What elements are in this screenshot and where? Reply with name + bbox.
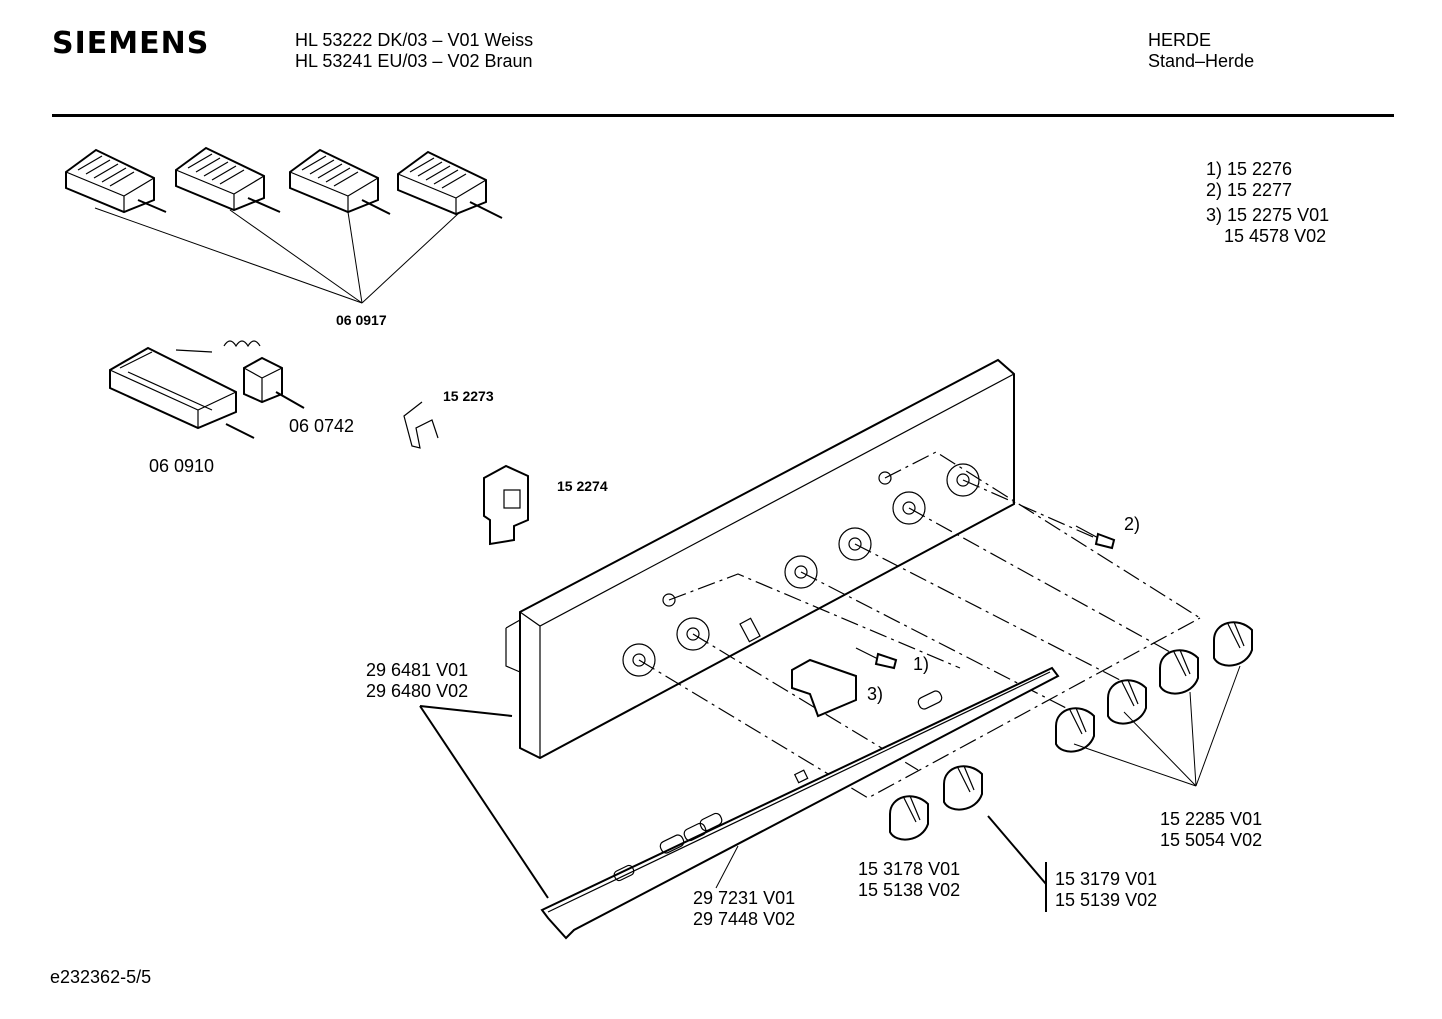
thermostat-060910 [109, 346, 255, 439]
pin-part-1 [855, 647, 898, 670]
knob-c-1 [1213, 621, 1253, 667]
label-knob-a-v02: 15 5138 V02 [858, 880, 961, 900]
callout-2: 2) [1124, 514, 1141, 534]
label-knob-b-v01: 15 3179 V01 [1055, 869, 1158, 889]
label-panel-v01: 29 6481 V01 [366, 660, 469, 680]
label-strip-v02: 29 7448 V02 [693, 909, 796, 929]
legend-item-2: 2) 15 2277 [1206, 180, 1293, 200]
label-thermostat-b: 06 0910 [149, 456, 215, 476]
knob-group [889, 621, 1253, 841]
thermostat-060742 [175, 340, 305, 409]
document-id: e232362-5/5 [50, 967, 152, 987]
label-spring: 15 2273 [443, 388, 494, 404]
label-holder: 15 2274 [557, 478, 608, 494]
legend-item-3b: 15 4578 V02 [1224, 226, 1327, 246]
spring-clip [403, 401, 439, 449]
label-knob-b-v02: 15 5139 V02 [1055, 890, 1158, 910]
switch-leader-lines [94, 207, 461, 304]
rotary-switch-group [65, 146, 503, 304]
category-title: HERDE [1148, 30, 1212, 50]
model-line-1: HL 53222 DK/03 – V01 Weiss [295, 30, 534, 50]
legend-item-3: 3) 15 2275 V01 [1206, 205, 1330, 225]
label-thermostat-a: 06 0742 [289, 416, 355, 436]
control-panel [505, 358, 1015, 760]
clip-part-3 [791, 658, 857, 718]
trim-strip [540, 666, 1060, 940]
holder-clip [483, 464, 529, 546]
rotary-switch-4 [397, 150, 503, 219]
category-subtitle: Stand–Herde [1148, 51, 1255, 71]
rotary-switch-1 [65, 148, 167, 214]
knob-b [943, 765, 983, 811]
label-strip-v01: 29 7231 V01 [693, 888, 796, 908]
knob-c-3 [1107, 679, 1147, 725]
knob-c-4 [1055, 707, 1095, 753]
callout-1: 1) [913, 654, 930, 674]
label-knob-a-v01: 15 3178 V01 [858, 859, 961, 879]
siemens-logo: SIEMENS [52, 26, 210, 61]
label-panel-v02: 29 6480 V02 [366, 681, 469, 701]
label-switches: 06 0917 [336, 312, 387, 328]
rotary-switch-2 [175, 146, 281, 213]
rotary-switch-3 [289, 148, 391, 215]
label-knob-c-v01: 15 2285 V01 [1160, 809, 1263, 829]
header-divider [52, 114, 1394, 117]
knob-a [889, 795, 929, 841]
pin-part-2 [1075, 525, 1116, 550]
callout-3: 3) [867, 684, 884, 704]
knob-c-2 [1159, 649, 1199, 695]
label-knob-c-v02: 15 5054 V02 [1160, 830, 1263, 850]
model-line-2: HL 53241 EU/03 – V02 Braun [295, 51, 533, 71]
label-leaders [419, 665, 1241, 912]
legend-item-1: 1) 15 2276 [1206, 159, 1293, 179]
